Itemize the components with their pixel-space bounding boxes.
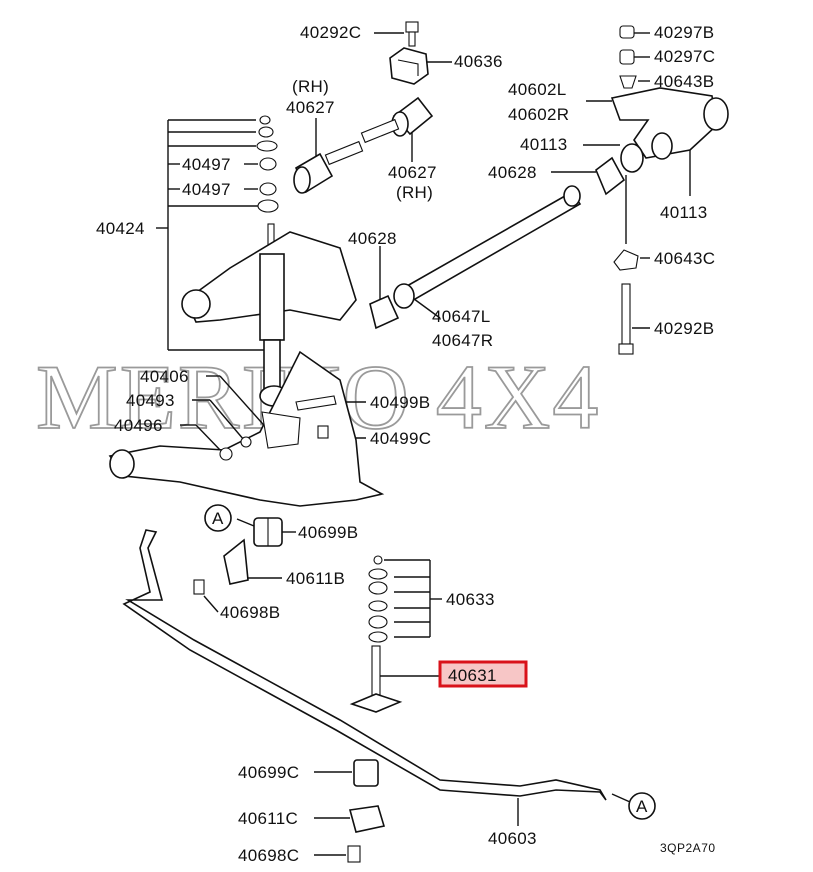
bushing-40627-right — [360, 96, 434, 144]
label-40497-b[interactable]: 40497 — [182, 180, 231, 199]
diagram-code: 3QP2A70 — [660, 841, 716, 855]
nut-40297C — [619, 49, 635, 65]
label-40647R[interactable]: 40647R — [432, 331, 493, 350]
label-40627-b[interactable]: 40627 — [388, 163, 437, 182]
label-40699C[interactable]: 40699C — [238, 763, 299, 782]
marker-a-top: A — [204, 504, 232, 532]
label-40603[interactable]: 40603 — [488, 829, 537, 848]
boot-40628-right — [595, 156, 626, 196]
part-labels: 40292C 40636 (RH) 40627 40627 (RH) 40497… — [96, 23, 716, 865]
bolt-40698B — [193, 579, 205, 595]
label-40628-b[interactable]: 40628 — [348, 229, 397, 248]
washer-stack-40633 — [368, 555, 388, 643]
bushing-40699C — [353, 759, 379, 787]
label-40699B[interactable]: 40699B — [298, 523, 358, 542]
label-40499C[interactable]: 40499C — [370, 429, 431, 448]
label-40636[interactable]: 40636 — [454, 52, 503, 71]
label-40633[interactable]: 40633 — [446, 590, 495, 609]
bracket-40636 — [389, 47, 429, 85]
label-40602L[interactable]: 40602L — [508, 80, 567, 99]
label-40292B[interactable]: 40292B — [654, 319, 714, 338]
label-40631[interactable]: 40631 — [448, 666, 497, 685]
label-40406[interactable]: 40406 — [140, 367, 189, 386]
label-40643B[interactable]: 40643B — [654, 72, 714, 91]
label-40698C[interactable]: 40698C — [238, 846, 299, 865]
label-40292C[interactable]: 40292C — [300, 23, 361, 42]
label-40647L[interactable]: 40647L — [432, 307, 491, 326]
washer-stack-40424 — [256, 115, 279, 213]
label-40424[interactable]: 40424 — [96, 219, 145, 238]
clamp-40611C — [348, 805, 386, 833]
nut-40643C — [613, 249, 639, 271]
lower-arm — [108, 350, 385, 507]
label-40113-a[interactable]: 40113 — [520, 135, 568, 154]
clamp-40611B — [223, 538, 249, 585]
bolt-40292B — [618, 283, 634, 355]
upper-arm-40602 — [610, 87, 729, 160]
label-40627-a[interactable]: 40627 — [286, 98, 335, 117]
label-40611B[interactable]: 40611B — [286, 569, 345, 588]
label-40496[interactable]: 40496 — [114, 416, 163, 435]
label-40698B[interactable]: 40698B — [220, 603, 280, 622]
boot-40628-left — [369, 294, 400, 330]
shaft-40647 — [393, 185, 582, 309]
nut-40297B — [619, 25, 635, 39]
stabilizer-link-40631[interactable] — [349, 645, 403, 713]
label-40602R[interactable]: 40602R — [508, 105, 569, 124]
label-40611C[interactable]: 40611C — [238, 809, 298, 828]
shock-absorber-assembly — [181, 223, 357, 407]
bolt-40292C — [405, 21, 419, 47]
washer-40643B — [619, 75, 637, 89]
label-40628-a[interactable]: 40628 — [488, 163, 537, 182]
label-40499B[interactable]: 40499B — [370, 393, 430, 412]
label-40497-a[interactable]: 40497 — [182, 155, 231, 174]
bolt-40698C — [347, 845, 361, 863]
label-40113-b[interactable]: 40113 — [660, 203, 708, 222]
label-rh-2: (RH) — [396, 183, 433, 202]
label-40493[interactable]: 40493 — [126, 391, 175, 410]
label-40643C[interactable]: 40643C — [654, 249, 715, 268]
svg-text:A: A — [636, 797, 648, 816]
stabilizer-bar-40603 — [122, 529, 607, 801]
label-rh-1: (RH) — [292, 77, 329, 96]
bushing-40699B — [253, 517, 283, 547]
highlight-40631 — [438, 660, 528, 688]
marker-a-bottom: A — [628, 792, 656, 820]
label-40297B[interactable]: 40297B — [654, 23, 714, 42]
leader-lines — [156, 32, 691, 856]
bushing-40627-left — [293, 140, 364, 194]
svg-text:A: A — [212, 509, 224, 528]
label-40297C[interactable]: 40297C — [654, 47, 715, 66]
bushing-40113 — [620, 143, 644, 173]
